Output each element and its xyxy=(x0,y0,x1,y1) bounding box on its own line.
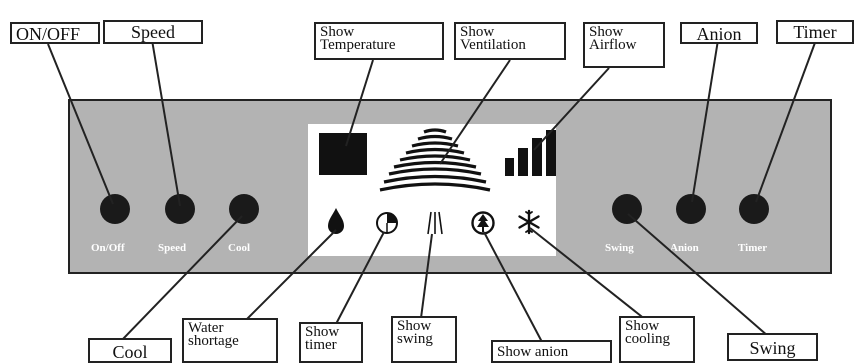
callout-anion: Anion xyxy=(680,22,758,44)
callout-water-shortage-line2: shortage xyxy=(188,333,239,349)
callout-show-cooling: Show cooling xyxy=(619,316,695,363)
callout-show-airflow-line2: Airflow xyxy=(589,37,637,53)
airflow-bars-icon xyxy=(505,130,556,176)
ventilation-arcs-icon xyxy=(379,128,491,192)
timer-button[interactable] xyxy=(739,194,769,224)
callout-show-ventilation-line2: Ventilation xyxy=(460,37,526,53)
callout-show-airflow-line1: Show xyxy=(589,24,624,40)
on-off-button-label: On/Off xyxy=(91,242,125,254)
callout-show-timer: Show timer xyxy=(299,322,363,363)
callout-show-ventilation-line1: Show xyxy=(460,24,495,40)
callout-show-temperature-line2: Temperature xyxy=(320,37,396,53)
swing-lines-icon xyxy=(427,211,443,235)
callout-timer: Timer xyxy=(776,20,854,44)
callout-cool: Cool xyxy=(88,338,172,363)
callout-show-ventilation: Show Ventilation xyxy=(454,22,566,60)
cool-button[interactable] xyxy=(229,194,259,224)
snowflake-icon xyxy=(518,209,540,235)
callout-cool-line1: Cool xyxy=(112,342,148,362)
callout-show-anion: Show anion xyxy=(491,340,612,363)
callout-water-shortage-line1: Water xyxy=(188,320,224,336)
callout-show-anion-line1: Show anion xyxy=(497,344,569,360)
callout-show-cooling-line1: Show xyxy=(625,318,660,334)
callout-show-temperature: Show Temperature xyxy=(314,22,444,60)
tree-icon xyxy=(471,211,495,235)
temperature-display-block xyxy=(319,133,367,175)
callout-show-swing-line1: Show xyxy=(397,318,432,334)
callout-on-off: ON/OFF xyxy=(10,22,100,44)
callout-speed: Speed xyxy=(103,20,203,44)
callout-timer-line1: Timer xyxy=(793,22,837,42)
anion-button-label: Anion xyxy=(670,242,699,254)
anion-button[interactable] xyxy=(676,194,706,224)
callout-on-off-line1: ON/OFF xyxy=(16,24,81,44)
on-off-button[interactable] xyxy=(100,194,130,224)
speed-button[interactable] xyxy=(165,194,195,224)
callout-show-timer-line1: Show xyxy=(305,324,340,340)
water-drop-icon xyxy=(328,208,344,234)
callout-speed-line1: Speed xyxy=(131,22,175,42)
callout-show-cooling-line2: cooling xyxy=(625,331,670,347)
speed-button-label: Speed xyxy=(158,242,187,254)
swing-button-label: Swing xyxy=(605,242,634,254)
callout-water-shortage: Water shortage xyxy=(182,318,278,363)
callout-swing: Swing xyxy=(727,333,818,361)
callout-show-temperature-line1: Show xyxy=(320,24,355,40)
clock-icon xyxy=(376,212,398,234)
cool-button-label: Cool xyxy=(228,242,250,254)
callout-swing-line1: Swing xyxy=(749,338,796,358)
callout-show-airflow: Show Airflow xyxy=(583,22,665,68)
callout-show-timer-line2: timer xyxy=(305,337,337,353)
swing-button[interactable] xyxy=(612,194,642,224)
callout-anion-line1: Anion xyxy=(696,24,742,44)
callout-show-swing: Show swing xyxy=(391,316,457,363)
timer-button-label: Timer xyxy=(738,242,768,254)
callout-show-swing-line2: swing xyxy=(397,331,433,347)
